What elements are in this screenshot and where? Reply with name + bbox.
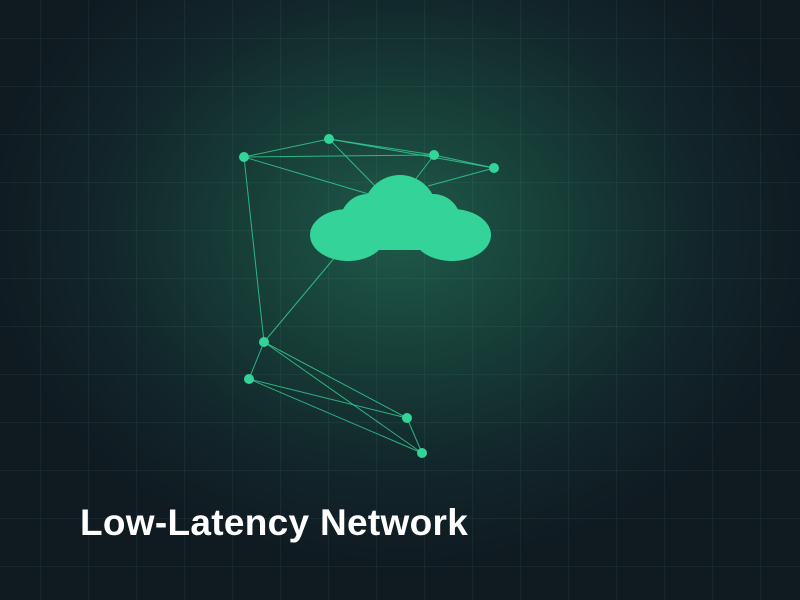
network-link — [248, 341, 265, 380]
network-node-icon — [429, 150, 439, 160]
network-node-icon — [489, 163, 499, 173]
network-link — [328, 138, 495, 169]
network-link — [328, 138, 376, 187]
cloud-icon — [310, 175, 491, 261]
network-link — [263, 341, 408, 419]
network-node-icon — [259, 337, 269, 347]
network-node-icon — [417, 448, 427, 458]
network-link — [263, 341, 423, 454]
network-link — [406, 417, 423, 454]
network-link — [243, 156, 373, 196]
network-links — [243, 138, 495, 454]
network-link — [248, 378, 408, 419]
network-link — [263, 255, 337, 343]
headline: Low-Latency Network — [80, 502, 469, 543]
network-link — [243, 154, 435, 158]
network-nodes — [239, 134, 499, 458]
network-node-icon — [324, 134, 334, 144]
network-node-icon — [402, 413, 412, 423]
network-link — [248, 378, 423, 454]
network-link — [243, 156, 265, 343]
network-link — [243, 138, 330, 158]
network-node-icon — [239, 152, 249, 162]
network-link — [427, 167, 495, 187]
network-node-icon — [244, 374, 254, 384]
